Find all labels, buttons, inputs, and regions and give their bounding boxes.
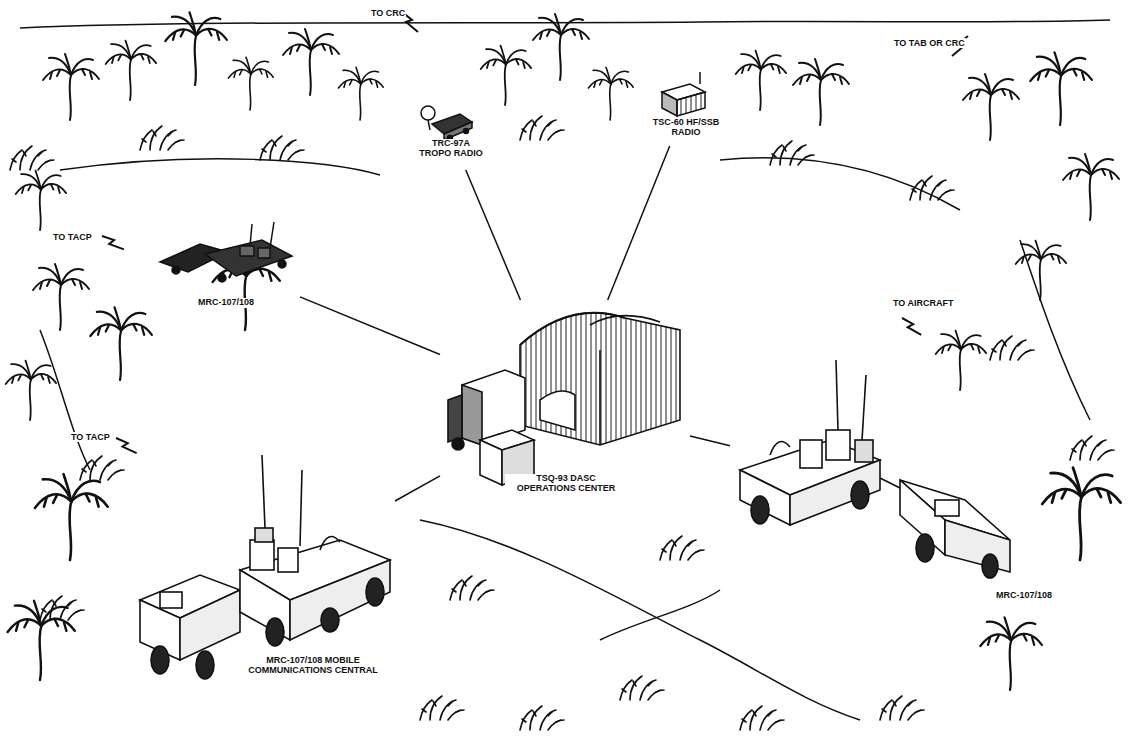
link-destination-label: TO CRC [370, 8, 406, 18]
link-line-stroke [395, 476, 440, 501]
equipment-node: MRC-107/108 [730, 355, 1065, 617]
hf-radio-shelter [662, 72, 705, 116]
link-line-stroke [466, 170, 521, 300]
link-destination-label: TO TAB OR CRC [893, 38, 966, 48]
link-line-stroke [300, 297, 440, 355]
equipment-label: TSQ-93 DASC OPERATIONS CENTER [505, 474, 627, 494]
link-destination-label: TO TACP [52, 232, 93, 242]
link-line [690, 436, 730, 446]
radio-bolts [102, 12, 968, 457]
terrain-lines [20, 20, 1110, 720]
equipment-node: TRC-97A TROPO RADIO [410, 95, 490, 170]
link-line-stroke [690, 436, 730, 446]
link-line [395, 476, 440, 501]
equipment-node: TSQ-93 DASC OPERATIONS CENTER [440, 300, 690, 512]
equipment-node: TSC-60 HF/SSB RADIO [645, 70, 725, 146]
equipment-label: MRC-107/108 [185, 298, 267, 308]
link-line-stroke [608, 146, 670, 300]
tropo-radio-van [421, 106, 472, 141]
palm-trees [6, 12, 1121, 690]
link-destination-label: TO AIRCRAFT [892, 298, 955, 308]
equipment-label: TRC-97A TROPO RADIO [414, 139, 488, 159]
equipment-label: MRC-107/108 [985, 591, 1063, 601]
link-line [466, 170, 521, 300]
equipment-node: MRC-107/108 MOBILE COMMUNICATIONS CENTRA… [130, 450, 395, 700]
mobile-comms-jeep [140, 455, 390, 679]
operations-center-shelter [448, 313, 680, 485]
equipment-label: MRC-107/108 MOBILE COMMUNICATIONS CENTRA… [242, 656, 384, 676]
shrubs [10, 116, 1114, 730]
link-destination-label: TO TACP [70, 432, 111, 442]
right-comms-jeep [740, 360, 1010, 578]
mrc-vehicle-small [160, 222, 292, 282]
equipment-label: TSC-60 HF/SSB RADIO [649, 118, 723, 138]
link-line [608, 146, 670, 300]
link-line [300, 297, 440, 355]
equipment-node: MRC-107/108 [150, 218, 300, 314]
